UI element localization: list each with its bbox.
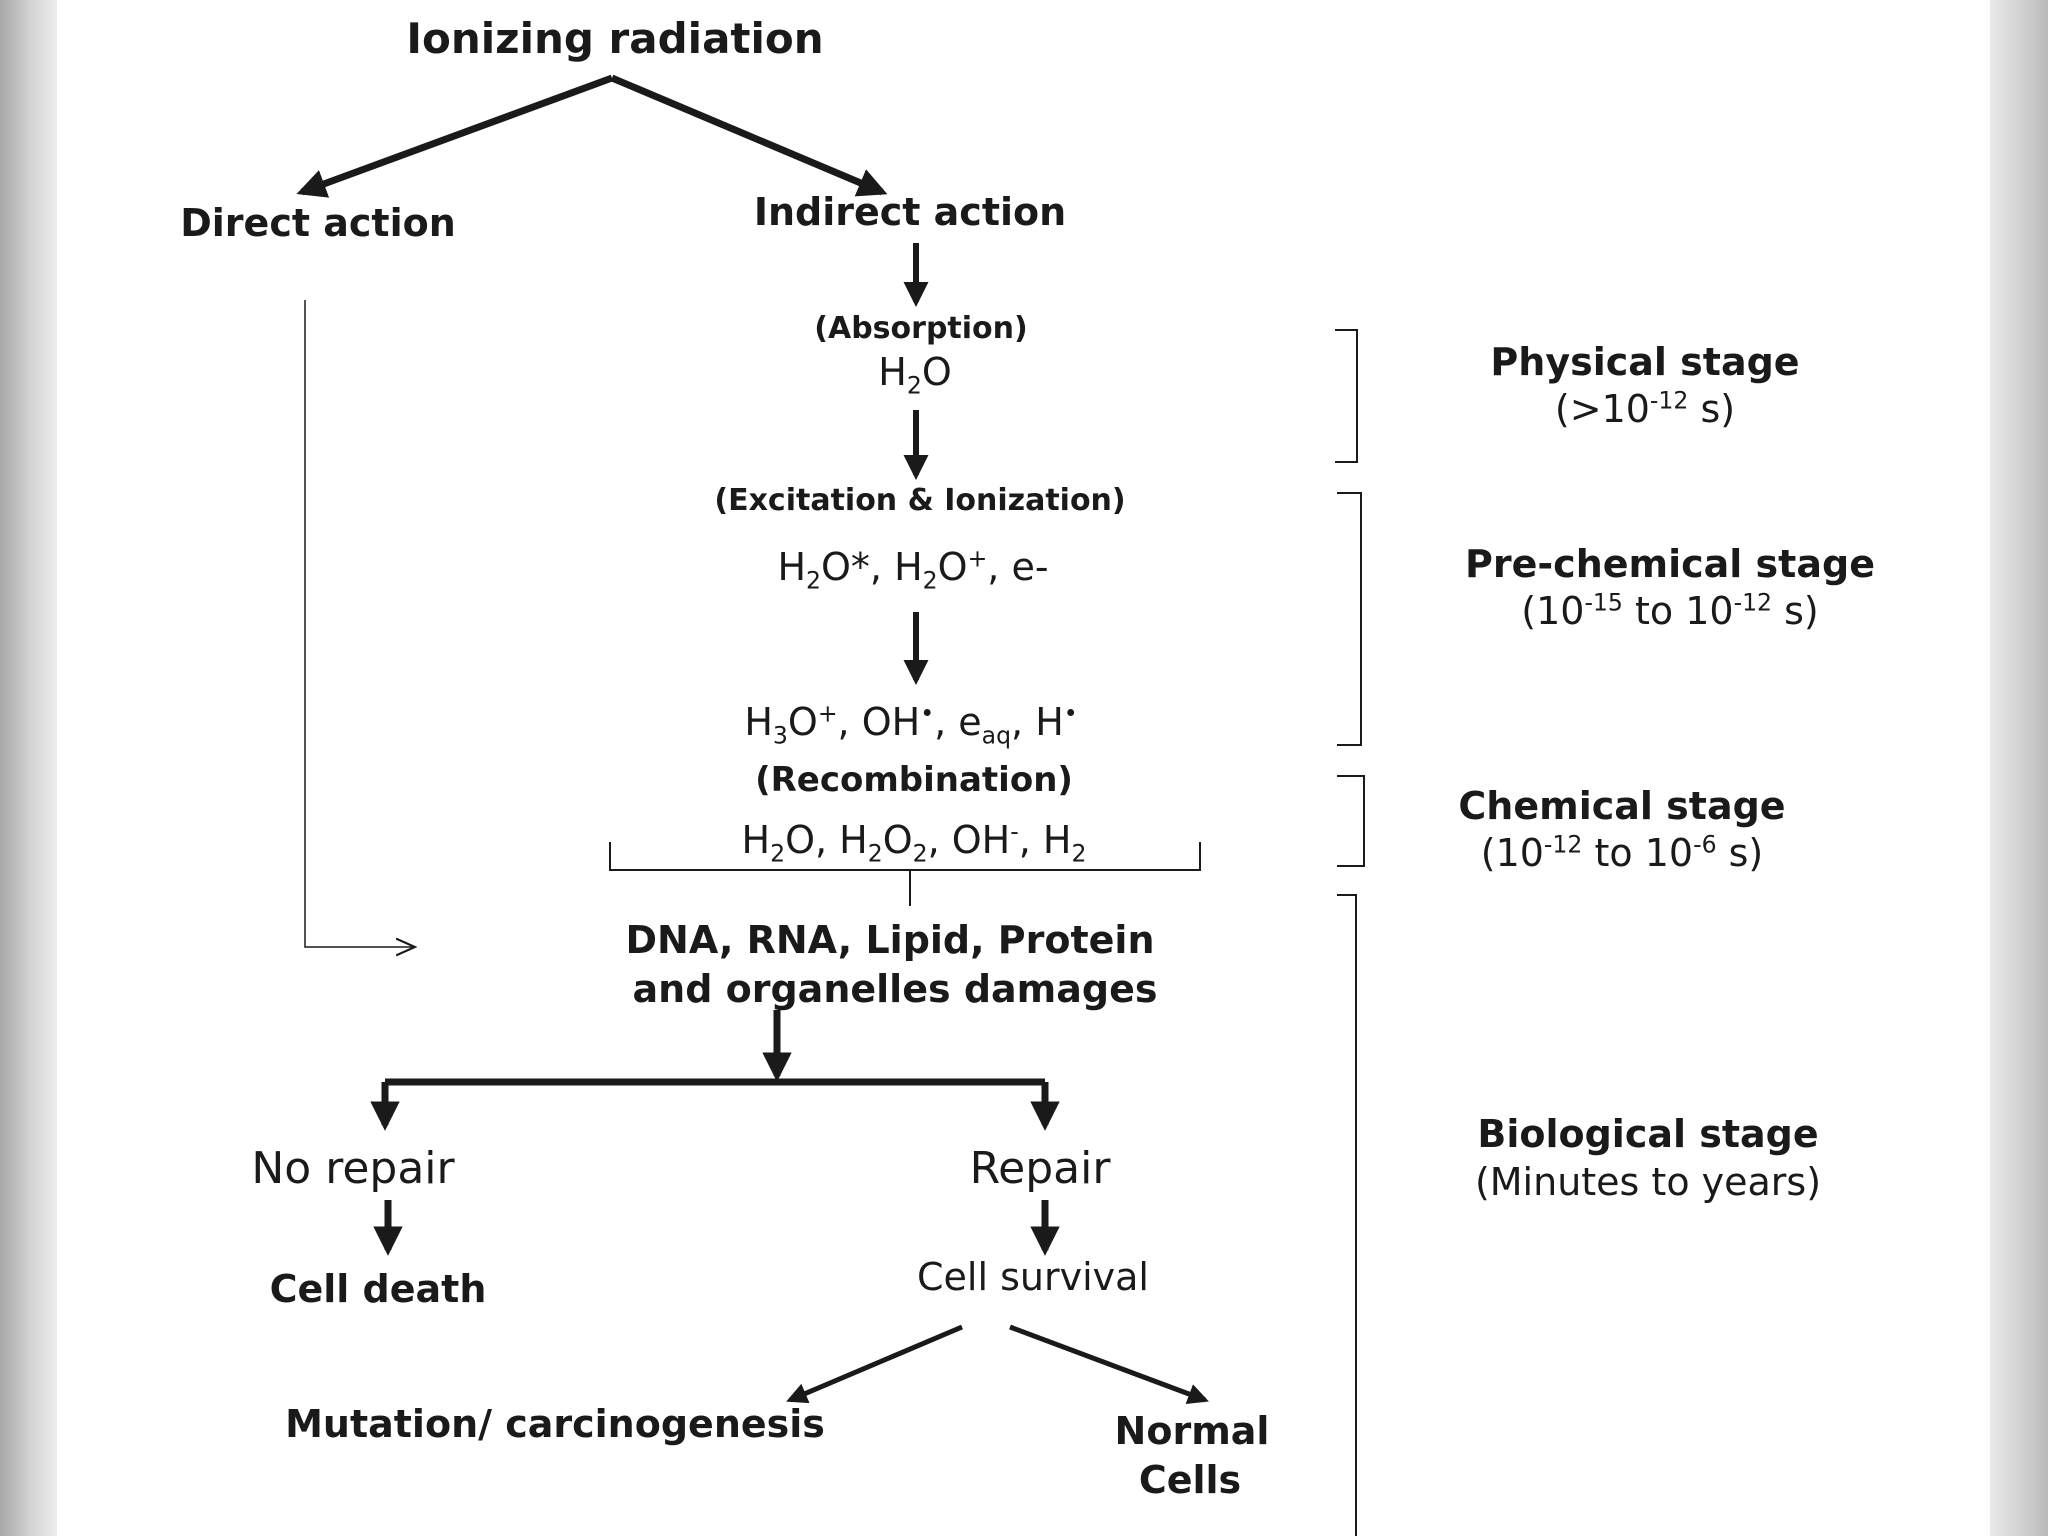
physical-stage-bracket — [1335, 329, 1358, 463]
slide-background — [57, 0, 1990, 1536]
arrow-to-direct-action — [296, 74, 614, 198]
node-damage-line1: DNA, RNA, Lipid, Protein — [625, 918, 1155, 962]
stage-biological-name: Biological stage — [1477, 1112, 1819, 1156]
node-h2o: H2O — [878, 350, 952, 400]
stage-biological-time: (Minutes to years) — [1474, 1160, 1822, 1204]
stage-chemical-name: Chemical stage — [1458, 784, 1786, 828]
node-products: H2O, H2O2, OH-, H2 — [741, 817, 1087, 868]
node-no-repair: No repair — [251, 1143, 455, 1194]
prechemical-stage-bracket — [1337, 492, 1362, 746]
direct-action-connector — [304, 300, 415, 947]
arrow-to-mutation — [786, 1324, 963, 1404]
node-repair: Repair — [969, 1143, 1111, 1194]
node-excitation-ionization: (Excitation & Ionization) — [714, 483, 1126, 518]
arrow-to-indirect-action — [610, 74, 888, 197]
node-damage-line2: and organelles damages — [632, 967, 1158, 1011]
node-normal-cells-line2: Cells — [1138, 1458, 1242, 1502]
stage-chemical-time: (10-12 to 10-6 s) — [1480, 830, 1764, 875]
products-brace — [609, 842, 1201, 906]
node-mutation-carcinogenesis: Mutation/ carcinogenesis — [285, 1402, 825, 1446]
arrow-to-normal-cells — [1009, 1324, 1209, 1404]
biological-stage-bracket — [1337, 894, 1357, 1536]
node-absorption: (Absorption) — [814, 311, 1028, 346]
node-direct-action: Direct action — [180, 201, 456, 245]
stage-physical-time: (>10-12 s) — [1554, 386, 1736, 431]
slide-frame-right — [1990, 0, 2048, 1536]
node-ionizing-radiation: Ionizing radiation — [406, 14, 824, 63]
node-indirect-action: Indirect action — [753, 190, 1067, 234]
node-cell-death: Cell death — [269, 1267, 487, 1311]
node-normal-cells-line1: Normal — [1114, 1409, 1270, 1453]
node-excited-species: H2O*, H2O+, e- — [777, 544, 1049, 595]
slide-frame-left — [0, 0, 57, 1536]
node-cell-survival: Cell survival — [917, 1255, 1149, 1299]
chemical-stage-bracket — [1337, 775, 1365, 867]
node-radical-species: H3O+, OH•, eaq, H• — [744, 699, 1078, 750]
node-recombination: (Recombination) — [755, 760, 1073, 800]
stage-physical-name: Physical stage — [1490, 340, 1800, 384]
stage-prechemical-time: (10-15 to 10-12 s) — [1521, 588, 1819, 633]
stage-prechemical-name: Pre-chemical stage — [1465, 542, 1875, 586]
